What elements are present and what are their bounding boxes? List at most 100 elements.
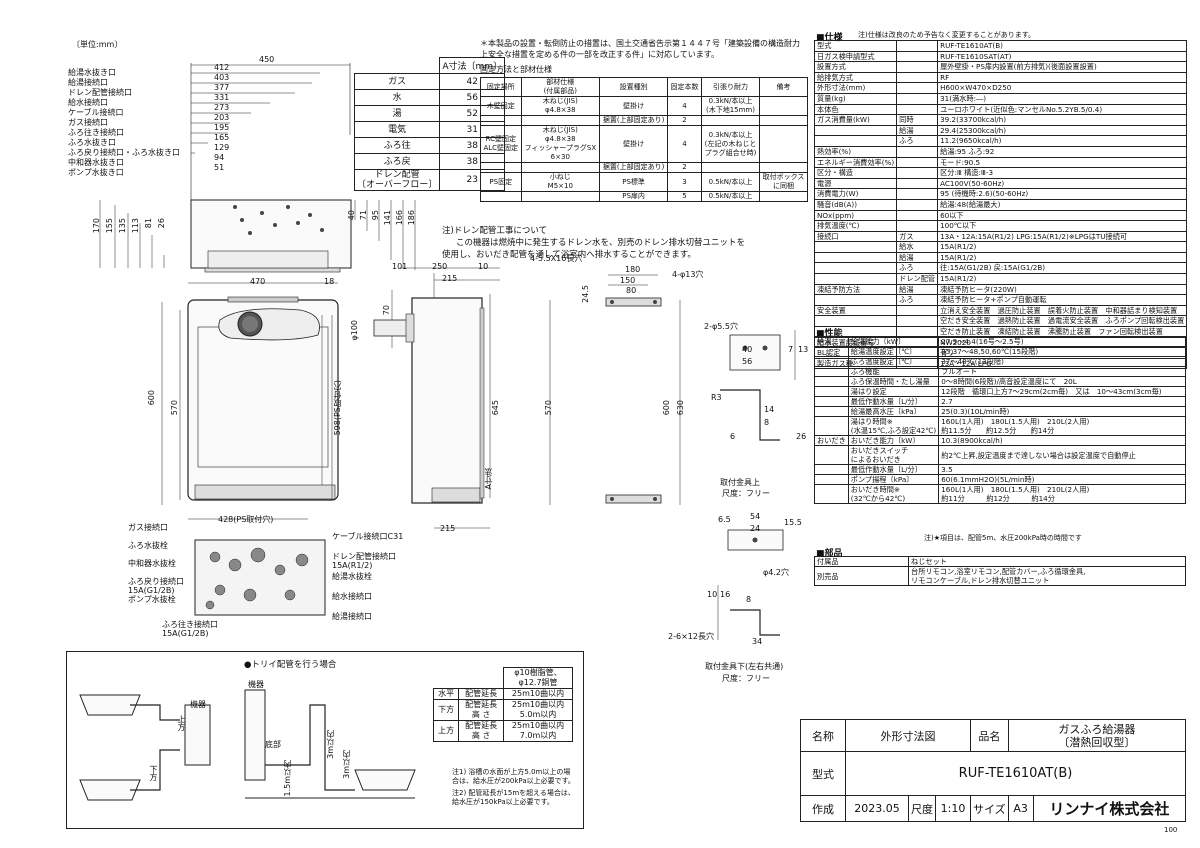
dim-value: 203 — [214, 113, 230, 122]
spec-cell: 95 (待機時:2.6)(50-60Hz) — [937, 188, 1188, 200]
fix-cell — [759, 191, 808, 202]
perf-footnote: 注)★項目は、配管5m、水圧200kPa時の時間です — [924, 534, 1082, 542]
trap-up: 上方 — [177, 715, 186, 731]
a-row-label: ドレン配管 〔オーバーフロー〕 — [353, 169, 441, 191]
hook-top-r3: R3 — [711, 393, 722, 402]
front-width: 470 — [250, 277, 266, 286]
perf-cell: フルオート — [938, 366, 1186, 377]
hook-top-8: 8 — [764, 418, 770, 427]
spec-cell: 空だき安全装置 過熱防止装置 過電流安全装置 ふろポンプ回転検出装置 — [937, 315, 1188, 328]
perf-cell: 給湯能力〔kW〕 — [847, 336, 940, 347]
dim-label: ガス接続口 — [68, 118, 108, 127]
side-top-10: 10 — [478, 262, 489, 271]
perf-cell: 湯はり時間※ (水温15℃,ふろ設定42℃) — [847, 416, 940, 436]
pipe-cell: 水平 — [432, 688, 460, 700]
spec-cell: 区分・構造 — [813, 167, 898, 179]
perf-cell — [814, 346, 849, 357]
vert-dim-right: 186 — [407, 210, 416, 226]
spec-cell — [813, 241, 898, 253]
front-view-drawing — [161, 282, 339, 520]
fix-cell: 4 — [667, 96, 702, 116]
spec-cell — [896, 71, 939, 84]
front-ps: 598(PS取付穴) — [333, 380, 342, 436]
pipe-cell: 25m10曲以内 5.0m以内 — [503, 699, 573, 721]
hook-top-14: 14 — [764, 405, 775, 414]
bottom-view-label-right: 給水接続口 — [332, 592, 372, 601]
perf-cell — [814, 396, 849, 407]
vert-dim-left: 135 — [118, 218, 127, 234]
dim-value: 51 — [214, 163, 225, 172]
page-number: 100 — [1164, 826, 1178, 834]
dim-label: ケーブル接続口 — [68, 108, 124, 117]
dim-label: 給水接続口 — [68, 98, 108, 107]
spec-cell: 15A(R1/2) — [937, 273, 1188, 285]
perf-cell: ふろ機能 — [847, 366, 940, 377]
pipe-cell: 配管延長 高 さ — [458, 720, 504, 742]
spec-cell — [896, 188, 939, 200]
spec-cell: 電源 — [813, 177, 898, 190]
spec-cell: 凍結予防ヒータ(220W) — [937, 283, 1188, 296]
front-side-18: 18 — [324, 277, 335, 286]
fix-cell: 木ねじ(JIS) φ4.8×38 — [520, 96, 601, 116]
trap-piping-drawing — [79, 689, 416, 801]
spec-cell: 立消え安全装置 過圧防止装置 誤着火防止装置 中和器詰まり検知装置 — [937, 304, 1188, 317]
parts-title: ■部品 — [816, 549, 843, 559]
fix-cell — [520, 115, 601, 126]
dim-value: 331 — [214, 93, 230, 102]
spec-cell: 39.2(33700kcal/h) — [937, 114, 1188, 126]
scale-value: 1:10 — [935, 795, 971, 822]
vert-dim-right: 71 — [359, 210, 368, 221]
fix-method-title: 固定方法と部材仕様 — [480, 65, 552, 74]
bottom-view-bottom-label: ふろ往き接続口 15A(G1/2B) — [162, 620, 218, 638]
hook-top-drawing — [720, 330, 796, 441]
hook-top-scale: 尺度：フリー — [722, 489, 770, 498]
bottom-view-label-right: ケーブル接続口C31 — [332, 532, 404, 541]
bracket-drawing — [549, 274, 681, 505]
spec-cell: 給湯:95 ふろ:92 — [937, 145, 1188, 158]
unit-label: 〔単位:mm〕 — [72, 40, 123, 49]
hook-bottom-6.5: 6.5 — [718, 515, 731, 524]
spec-cell — [896, 220, 939, 232]
perf-cell: おいだき時間※ (32℃から42℃) — [847, 484, 940, 504]
fix-cell: 2 — [667, 162, 702, 173]
spec-cell: 給湯 — [896, 124, 939, 137]
spec-title: ■仕様 — [816, 33, 843, 43]
bracket-570: 570 — [544, 400, 553, 416]
perf-cell: 2.7 — [938, 396, 1186, 407]
spec-cell: エネルギー消費効率(%) — [813, 156, 898, 169]
a-row-label: ふろ戻 — [353, 153, 441, 170]
fix-cell — [759, 125, 808, 163]
spec-cell: ふろ — [896, 135, 939, 147]
perf-cell: 160L(1人用) 180L(1.5人用) 210L(2人用) 約11分 約12… — [938, 484, 1186, 504]
a-row-label: ふろ往 — [353, 137, 441, 154]
product-value: ガスふろ給湯器 〔潜熱回収型〕 — [1007, 719, 1187, 752]
perf-cell: 給湯 — [814, 336, 849, 347]
top-view-drawing — [99, 63, 416, 273]
scale-label: 尺度 — [908, 795, 936, 822]
perf-cell: おいだき — [814, 435, 849, 446]
spec-cell: 外形寸法(mm) — [813, 82, 898, 94]
name-label: 名称 — [800, 719, 846, 752]
spec-cell: 安全装置 — [813, 304, 898, 317]
perf-cell: ふろ保温時間・たし湯量 — [847, 376, 940, 387]
side-view-drawing — [373, 267, 500, 529]
spec-cell — [896, 198, 939, 211]
drain-note-line1: この機器は燃焼中に発生するドレン水を、別売のドレン排水切替ユニットを — [456, 238, 746, 248]
pipe-cell: 下方 — [432, 699, 460, 721]
trap-3m-a: 3m以内 — [326, 730, 335, 759]
spec-cell: 排気温度(℃) — [813, 220, 898, 232]
spec-cell: 給湯 — [896, 283, 939, 296]
spec-cell — [896, 315, 939, 328]
front-height: 600 — [147, 390, 156, 406]
perf-cell — [814, 474, 849, 485]
spec-note: 注)仕様は改良のため予告なく変更することがあります。 — [858, 31, 1036, 39]
parts-table: 付属品ねじセット別売品台所リモコン,浴室リモコン,配管カバー,ふろ循環金具, リ… — [814, 556, 1186, 586]
side-d70: 70 — [382, 305, 391, 316]
spec-cell: 給湯 — [896, 251, 939, 264]
fix-cell: 小ねじ M5×10 — [520, 172, 601, 192]
spec-cell: RF — [937, 71, 1188, 84]
spec-cell — [813, 294, 898, 306]
hook-top-6: 6 — [730, 432, 736, 441]
spec-cell — [896, 145, 939, 158]
